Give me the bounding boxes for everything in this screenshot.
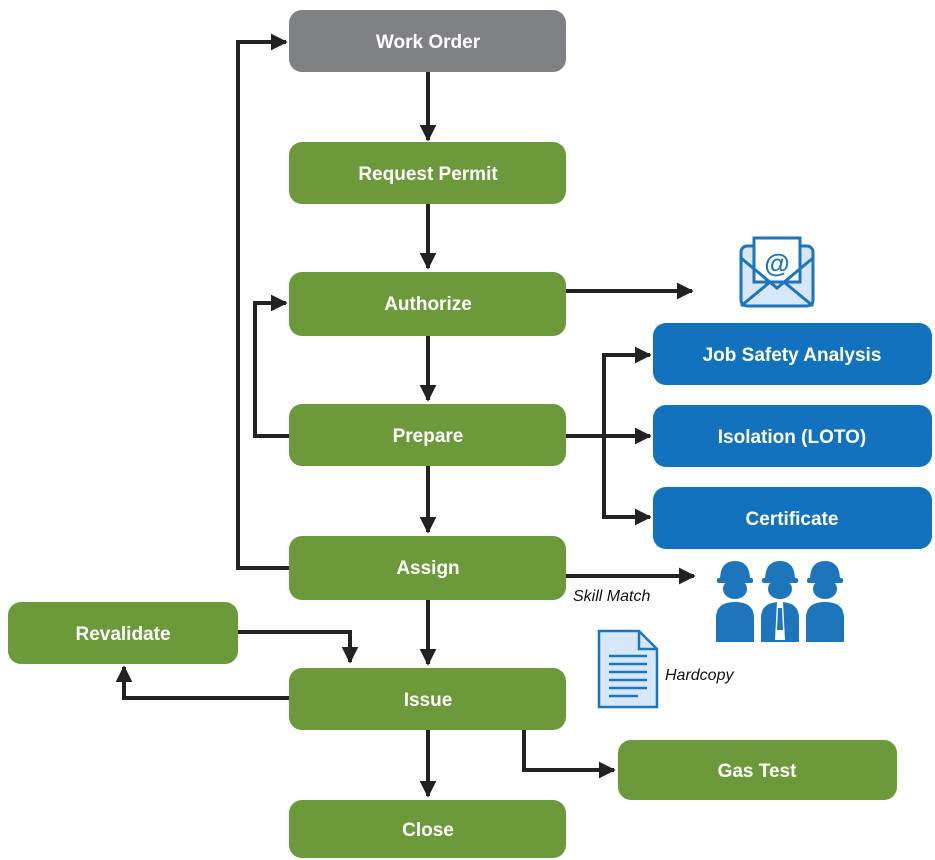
node-job-safety-analysis-label: Job Safety Analysis — [703, 345, 882, 366]
edge-issue-to-gas-test — [522, 730, 616, 779]
node-revalidate-label: Revalidate — [75, 624, 170, 645]
worker-left-icon — [716, 561, 754, 642]
node-job-safety-analysis: Job Safety Analysis — [653, 323, 932, 385]
node-isolation-shape — [653, 405, 932, 467]
workers-icon — [716, 561, 844, 642]
node-work-order-label: Work Order — [376, 32, 481, 53]
node-gas-test-label: Gas Test — [718, 761, 798, 782]
node-certificate: Certificate — [653, 487, 932, 549]
node-close: Close — [289, 800, 566, 858]
document-icon — [597, 629, 659, 709]
node-request-permit-shape — [289, 142, 566, 204]
node-issue-label: Issue — [404, 690, 453, 711]
worker-right-icon — [806, 561, 844, 642]
worker-center-icon — [761, 561, 799, 642]
node-isolation-label: Isolation (LOTO) — [718, 427, 866, 448]
node-isolation: Isolation (LOTO) — [653, 405, 932, 467]
node-assign: Assign — [289, 536, 566, 600]
node-issue-shape — [289, 668, 566, 730]
edge-assign-loop-to-work-order — [236, 33, 290, 570]
node-assign-shape — [289, 536, 566, 600]
node-work-order: Work Order — [289, 10, 566, 72]
node-authorize: Authorize — [289, 272, 566, 336]
node-prepare: Prepare — [289, 404, 566, 466]
node-certificate-shape — [653, 487, 932, 549]
node-certificate-label: Certificate — [746, 509, 839, 530]
edge-issue-to-revalidate — [115, 665, 290, 700]
node-revalidate-shape — [8, 602, 238, 664]
node-work-order-shape — [289, 10, 566, 72]
connectors — [115, 33, 696, 798]
svg-text:@: @ — [764, 248, 789, 278]
skill-match-annotation: Skill Match — [573, 588, 650, 605]
email-at-icon: @ — [739, 236, 815, 308]
edge-revalidate-to-issue — [238, 630, 359, 664]
node-close-label: Close — [402, 820, 454, 841]
node-authorize-label: Authorize — [384, 294, 472, 315]
edge-prepare-loop-to-authorize — [253, 294, 290, 438]
hardcopy-annotation: Hardcopy — [665, 667, 734, 684]
node-gas-test: Gas Test — [618, 740, 897, 800]
node-assign-label: Assign — [396, 558, 459, 579]
node-close-shape — [289, 800, 566, 858]
node-request-permit: Request Permit — [289, 142, 566, 204]
node-revalidate: Revalidate — [8, 602, 238, 664]
node-request-permit-label: Request Permit — [358, 164, 498, 185]
node-gas-test-shape — [618, 740, 897, 800]
node-job-safety-analysis-shape — [653, 323, 932, 385]
node-issue: Issue — [289, 668, 566, 730]
node-authorize-shape — [289, 272, 566, 336]
node-prepare-label: Prepare — [393, 426, 464, 447]
edge-prepare-to-job-safety-analysis — [602, 346, 652, 436]
edge-prepare-to-certificate — [602, 436, 652, 526]
node-prepare-shape — [289, 404, 566, 466]
